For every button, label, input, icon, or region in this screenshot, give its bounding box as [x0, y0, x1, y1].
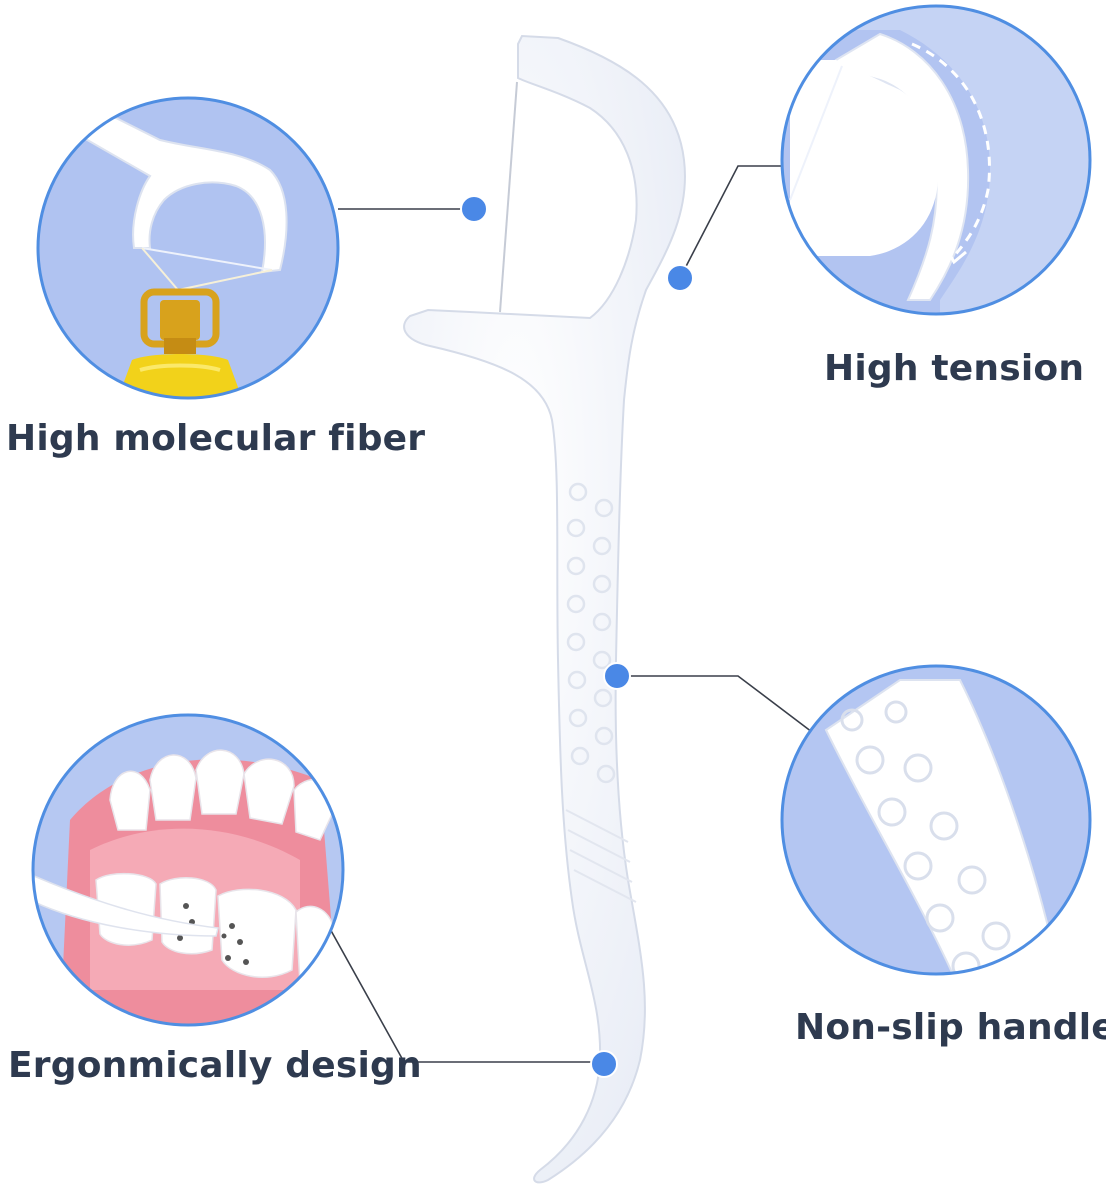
- weight-bottle-icon: [110, 288, 250, 398]
- callout-dots: [460, 195, 694, 1078]
- teeth-illustration: [33, 715, 343, 1025]
- floss-pick-illustration: [403, 34, 686, 1184]
- handle-feature-label: Non-slip handle: [795, 1007, 1106, 1048]
- leader-lines: [323, 165, 813, 1063]
- tension-feature-label: High tension: [824, 348, 1085, 389]
- ergo-callout-circle: [31, 713, 345, 1027]
- handle-callout-circle: [780, 664, 1092, 976]
- fiber-feature-label: High molecular fiber: [6, 418, 426, 459]
- ergo-feature-label: Ergonmically design: [8, 1045, 422, 1086]
- fiber-callout-circle: [36, 96, 340, 400]
- tension-callout-circle: [780, 4, 1092, 316]
